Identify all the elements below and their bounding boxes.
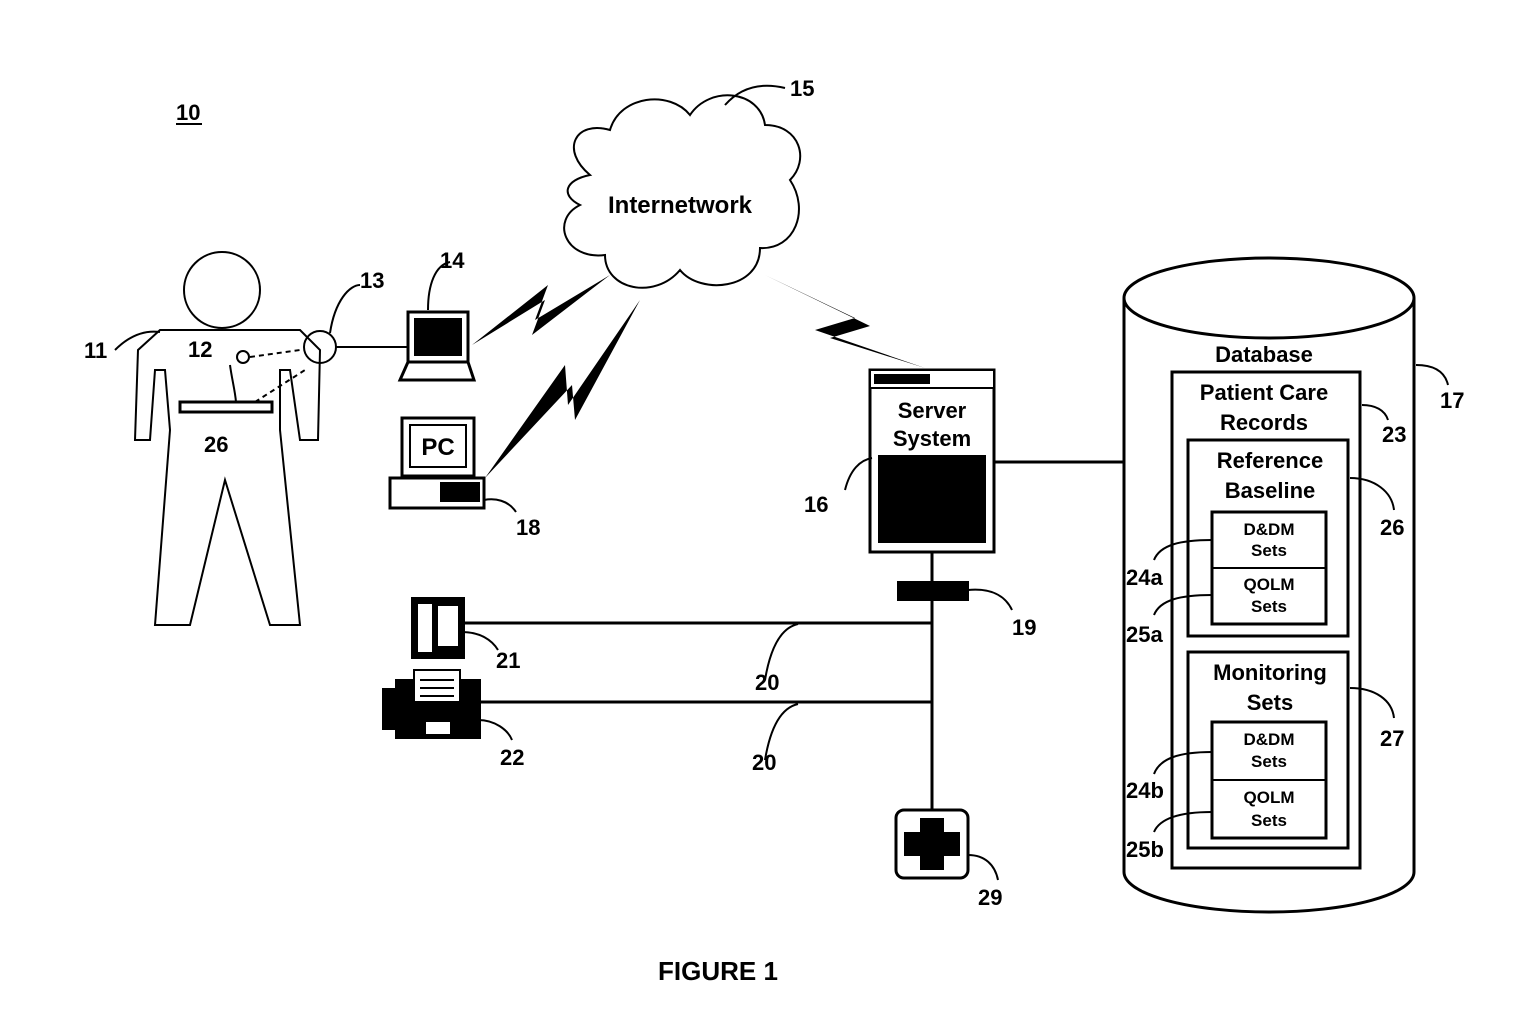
pc-screen-label: PC: [421, 434, 454, 461]
telephone-icon: [412, 598, 464, 658]
baseline-dsdm-ref: 24a: [1126, 565, 1163, 590]
sensor-ref-label: 12: [188, 337, 212, 362]
system-ref-label: 10: [176, 100, 200, 125]
hub-leader-line: [968, 590, 1012, 610]
laptop-wireless-bolt: [472, 275, 610, 345]
monitoring-label-line2: Sets: [1247, 690, 1293, 715]
baseline-ref-label: 26: [1380, 515, 1404, 540]
band-ref-label: 26: [204, 432, 228, 457]
server-label-line1: Server: [898, 398, 967, 423]
medical-ref-label: 29: [978, 885, 1002, 910]
link-bottom-ref-label: 20: [752, 750, 776, 775]
laptop-ref-label: 14: [440, 248, 465, 273]
telephone-ref-label: 21: [496, 648, 520, 673]
device-leader-line: [330, 285, 360, 333]
cloud-leader-line: [725, 86, 785, 105]
database-label: Database: [1215, 342, 1313, 367]
server-leader-line: [845, 458, 872, 490]
figure-caption: FIGURE 1: [658, 956, 778, 986]
monitoring-qolm-line2: Sets: [1251, 811, 1287, 830]
baseline-dsdm-line2: Sets: [1251, 541, 1287, 560]
fax-machine-icon: [382, 670, 480, 738]
device-ref-label: 13: [360, 268, 384, 293]
baseline-qolm-ref: 25a: [1126, 622, 1163, 647]
internetwork-label: Internetwork: [608, 192, 753, 219]
medical-cross-icon: [896, 810, 968, 878]
fax-leader-line: [478, 720, 512, 740]
database-leader-line: [1416, 365, 1448, 385]
server-wireless-bolt: [765, 275, 925, 368]
monitoring-dsdm-ref: 24b: [1126, 778, 1164, 803]
network-hub-icon: [898, 582, 968, 600]
internetwork-cloud-icon: Internetwork: [564, 95, 800, 287]
server-ref-label: 16: [804, 492, 828, 517]
baseline-label-line2: Baseline: [1225, 478, 1316, 503]
baseline-label-line1: Reference: [1217, 448, 1323, 473]
database-ref-label: 17: [1440, 388, 1464, 413]
patient-leader-line: [115, 332, 160, 350]
baseline-qolm-line1: QOLM: [1244, 575, 1295, 594]
pc-leader-line: [484, 499, 516, 512]
monitoring-qolm-line1: QOLM: [1244, 788, 1295, 807]
patient-ref-label: 11: [84, 338, 107, 363]
pc-icon: PC: [390, 418, 484, 508]
sensor-leader-line: [230, 365, 236, 402]
server-system-icon: Server System: [870, 370, 994, 552]
monitoring-qolm-ref: 25b: [1126, 837, 1164, 862]
records-ref-label: 23: [1382, 422, 1406, 447]
baseline-dsdm-line1: D&DM: [1244, 520, 1295, 539]
monitoring-dsdm-line1: D&DM: [1244, 730, 1295, 749]
pc-wireless-bolt: [485, 300, 640, 478]
medical-leader-line: [968, 855, 998, 880]
monitoring-dsdm-line2: Sets: [1251, 752, 1287, 771]
baseline-qolm-line2: Sets: [1251, 597, 1287, 616]
cloud-ref-label: 15: [790, 76, 814, 101]
pc-ref-label: 18: [516, 515, 540, 540]
laptop-icon: [400, 312, 474, 380]
records-label-line1: Patient Care: [1200, 380, 1328, 405]
records-label-line2: Records: [1220, 410, 1308, 435]
monitoring-label-line1: Monitoring: [1213, 660, 1327, 685]
link-top-ref-label: 20: [755, 670, 779, 695]
fax-ref-label: 22: [500, 745, 524, 770]
server-label-line2: System: [893, 426, 971, 451]
monitoring-ref-label: 27: [1380, 726, 1404, 751]
telephone-leader-line: [462, 632, 498, 650]
hub-ref-label: 19: [1012, 615, 1036, 640]
